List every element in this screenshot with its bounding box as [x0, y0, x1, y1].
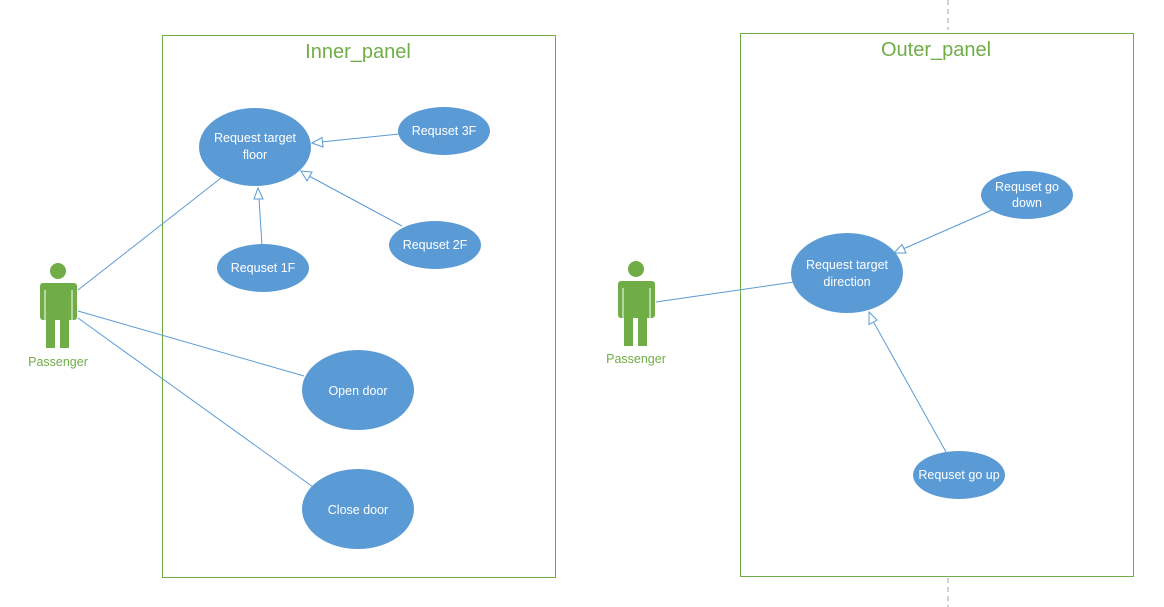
- gen-1f-arrowhead: [253, 186, 264, 200]
- person-icon: [618, 261, 655, 346]
- actor-passenger-inner[interactable]: Passenger: [28, 263, 88, 369]
- gen-3f-arrowhead: [310, 136, 324, 148]
- gen-2f-target-floor: [308, 175, 403, 227]
- svg-text:Requset go up: Requset go up: [918, 468, 999, 482]
- use-case-request-target-floor[interactable]: Request target floor: [199, 108, 311, 186]
- svg-text:Close door: Close door: [328, 503, 388, 517]
- svg-text:Requset 2F: Requset 2F: [403, 238, 468, 252]
- actor-label: Passenger: [28, 355, 88, 369]
- gen-3f-target-floor: [320, 133, 400, 143]
- use-case-close-door[interactable]: Close door: [302, 469, 414, 549]
- actor-label: Passenger: [606, 352, 666, 366]
- svg-text:Requset 1F: Requset 1F: [231, 261, 296, 275]
- svg-text:Request target: Request target: [806, 258, 889, 272]
- use-case-open-door[interactable]: Open door: [302, 350, 414, 430]
- gen-go-down-target-direction: [902, 209, 993, 250]
- gen-1f-target-floor: [258, 197, 263, 247]
- use-case-request-target-direction[interactable]: Request target direction: [791, 233, 903, 313]
- assoc-passenger-target-direction: [655, 281, 795, 303]
- use-case-request-go-up[interactable]: Requset go up: [913, 451, 1005, 499]
- use-case-request-3f[interactable]: Requset 3F: [398, 107, 490, 155]
- gen-go-up-target-direction: [872, 320, 947, 453]
- inner-panel-box: [162, 35, 556, 578]
- svg-text:Request target: Request target: [214, 131, 297, 145]
- gen-go-up-arrowhead: [868, 310, 878, 326]
- svg-text:floor: floor: [243, 148, 267, 162]
- use-case-request-2f[interactable]: Requset 2F: [389, 221, 481, 269]
- actor-passenger-outer[interactable]: Passenger: [606, 261, 666, 366]
- assoc-passenger-open-door: [77, 310, 305, 377]
- person-icon: [40, 263, 77, 348]
- use-case-request-1f[interactable]: Requset 1F: [217, 244, 309, 292]
- svg-text:down: down: [1012, 196, 1042, 210]
- outer-panel-box: [740, 33, 1134, 577]
- gen-2f-arrowhead: [300, 170, 313, 182]
- svg-text:Open door: Open door: [328, 384, 387, 398]
- svg-text:direction: direction: [823, 275, 870, 289]
- assoc-passenger-target-floor: [77, 177, 222, 291]
- outer-panel-title: Outer_panel: [881, 39, 991, 61]
- gen-go-down-arrowhead: [892, 243, 907, 254]
- svg-text:Requset go: Requset go: [995, 180, 1059, 194]
- assoc-passenger-close-door: [77, 317, 314, 488]
- inner-panel-title: Inner_panel: [305, 41, 411, 63]
- use-case-request-go-down[interactable]: Requset go down: [981, 171, 1073, 219]
- svg-text:Requset 3F: Requset 3F: [412, 124, 477, 138]
